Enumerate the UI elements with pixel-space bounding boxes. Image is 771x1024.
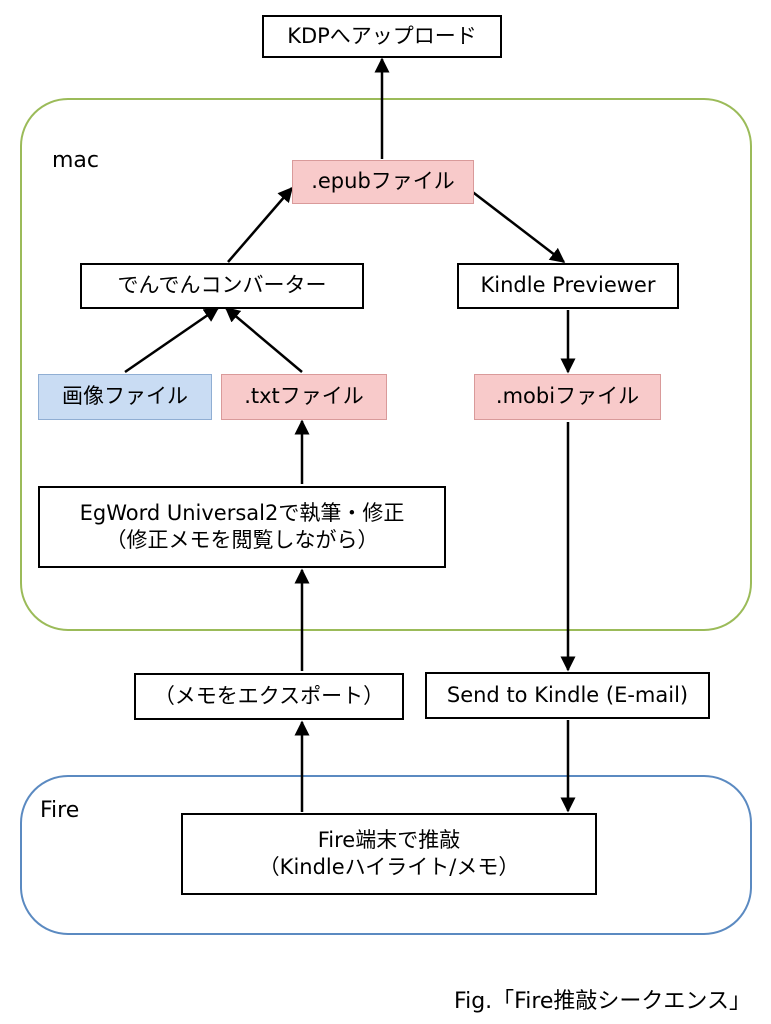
node-memo-export: （メモをエクスポート） xyxy=(134,673,404,720)
fire-group xyxy=(20,775,752,935)
edge-denden-to-epub xyxy=(227,186,293,263)
node-kindle-previewer: Kindle Previewer xyxy=(457,263,679,309)
mac-group-label: mac xyxy=(52,148,100,173)
figure-caption: Fig.「Fire推敲シークエンス」 xyxy=(454,989,751,1014)
node-image-file: 画像ファイル xyxy=(38,374,212,420)
node-egword-line2: （修正メモを閲覧しながら） xyxy=(105,528,379,552)
fire-group-label: Fire xyxy=(40,798,80,823)
node-fire-proofread-line2: （Kindleハイライト/メモ） xyxy=(258,855,520,879)
node-fire-proofread-line1: Fire端末で推敲 xyxy=(317,827,461,852)
node-kdp-upload: KDPへアップロード xyxy=(262,15,502,58)
node-epub-file: .epubファイル xyxy=(292,160,474,204)
node-mobi-file: .mobiファイル xyxy=(474,374,661,420)
edge-image-to-denden xyxy=(124,306,220,374)
node-fire-proofread: Fire端末で推敲 （Kindleハイライト/メモ） xyxy=(181,813,597,895)
node-egword: EgWord Universal2で執筆・修正 （修正メモを閲覧しながら） xyxy=(38,486,446,568)
node-send-to-kindle: Send to Kindle (E-mail) xyxy=(425,672,710,719)
edge-txt-to-denden xyxy=(224,307,303,373)
node-txt-file: .txtファイル xyxy=(221,374,387,420)
mac-group xyxy=(20,98,752,631)
node-denden-converter: でんでんコンバーター xyxy=(80,263,364,309)
edge-epub-to-previewer xyxy=(469,189,566,263)
node-egword-line1: EgWord Universal2で執筆・修正 xyxy=(79,500,405,525)
